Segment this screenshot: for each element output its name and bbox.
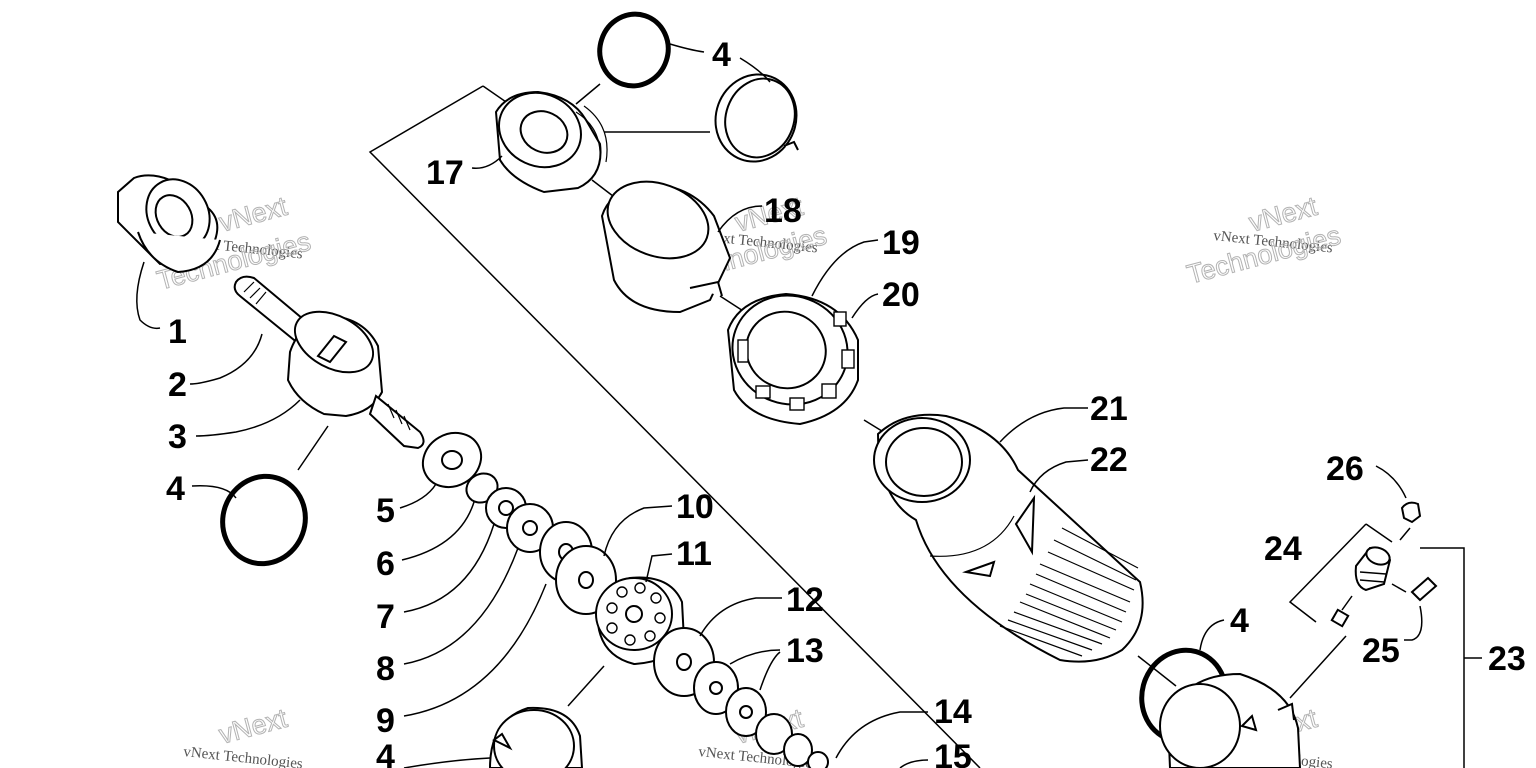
leader-4b bbox=[403, 757, 491, 768]
callout-6: 6 bbox=[376, 545, 395, 583]
leader-21 bbox=[999, 407, 1088, 443]
callout-2: 2 bbox=[168, 366, 187, 404]
leader-cap-rod bbox=[1289, 635, 1347, 699]
watermark-3: vNext vNext Technologies Technologies bbox=[1183, 190, 1344, 290]
callout-23: 23 bbox=[1488, 640, 1526, 678]
callout-9: 9 bbox=[376, 702, 395, 740]
leader-3 bbox=[195, 399, 301, 437]
leader-9 bbox=[403, 583, 547, 717]
callout-1: 1 bbox=[168, 313, 187, 351]
callout-22: 22 bbox=[1090, 441, 1128, 479]
leader-13 bbox=[729, 649, 781, 691]
callout-7: 7 bbox=[376, 598, 395, 636]
callout-14: 14 bbox=[934, 693, 972, 731]
leader-8 bbox=[403, 547, 519, 665]
watermark-4: vNext vNext Technologies bbox=[183, 702, 304, 768]
callout-26: 26 bbox=[1326, 450, 1364, 488]
part-18-sleeve bbox=[600, 180, 732, 314]
leader-4d bbox=[1199, 619, 1225, 651]
leader-4c bbox=[575, 43, 705, 105]
part-24-valve bbox=[1354, 546, 1392, 592]
leader-15 bbox=[899, 759, 929, 768]
part-19-20-nut bbox=[726, 292, 859, 426]
callout-13: 13 bbox=[786, 632, 824, 670]
leader-7 bbox=[403, 523, 495, 613]
part-21-22-body bbox=[873, 413, 1144, 663]
leader-4b-rod bbox=[567, 665, 605, 707]
leader-4c-ring bbox=[739, 57, 771, 83]
end-cap bbox=[1159, 672, 1302, 768]
svg-text:vNext: vNext bbox=[216, 703, 291, 750]
leader-14 bbox=[835, 711, 928, 759]
part-4-bushing-bottom bbox=[488, 706, 584, 768]
part-4-o-ring-left bbox=[220, 473, 308, 567]
leader-19 bbox=[811, 239, 879, 297]
leader-4a bbox=[191, 425, 329, 499]
callout-4a: 4 bbox=[166, 470, 185, 508]
callout-15: 15 bbox=[934, 738, 972, 768]
callout-19: 19 bbox=[882, 224, 920, 262]
bracket-24 bbox=[1288, 523, 1393, 623]
callout-24: 24 bbox=[1264, 530, 1302, 568]
part-3-shaft-body bbox=[286, 310, 425, 450]
leader-12 bbox=[699, 597, 782, 637]
callout-17: 17 bbox=[426, 154, 464, 192]
callout-5: 5 bbox=[376, 492, 395, 530]
callout-12: 12 bbox=[786, 581, 824, 619]
leader-22 bbox=[1029, 459, 1089, 493]
leader-26 bbox=[1375, 465, 1407, 499]
leader-20 bbox=[851, 293, 879, 319]
callout-4c: 4 bbox=[712, 36, 731, 74]
callout-25: 25 bbox=[1362, 632, 1400, 670]
leader-6 bbox=[401, 501, 475, 561]
leader-11 bbox=[645, 553, 673, 583]
callout-4b: 4 bbox=[376, 738, 395, 768]
callout-3: 3 bbox=[168, 418, 187, 456]
callout-11: 11 bbox=[676, 535, 712, 573]
part-17-housing bbox=[494, 90, 608, 194]
leader-17 bbox=[471, 155, 503, 169]
part-26-screw bbox=[1400, 501, 1422, 524]
part-8-washer bbox=[506, 503, 593, 583]
leader-valve-rod bbox=[1341, 527, 1411, 611]
leader-body-rod bbox=[1137, 655, 1177, 687]
leader-1 bbox=[136, 261, 161, 330]
leader-18 bbox=[717, 205, 763, 233]
callout-21: 21 bbox=[1090, 390, 1128, 428]
part-5-washer bbox=[421, 431, 483, 489]
callout-18: 18 bbox=[764, 192, 802, 230]
svg-text:vNext: vNext bbox=[216, 191, 291, 238]
leader-10 bbox=[603, 505, 673, 557]
callout-4d: 4 bbox=[1230, 602, 1249, 640]
bracket-23 bbox=[1420, 547, 1482, 768]
part-1-bushing bbox=[117, 174, 221, 274]
part-13-washers bbox=[693, 661, 829, 768]
part-4-o-ring-top bbox=[597, 11, 671, 89]
callout-10: 10 bbox=[676, 488, 714, 526]
part-11-piston bbox=[595, 576, 686, 666]
leader-25 bbox=[1391, 583, 1423, 641]
callout-20: 20 bbox=[882, 276, 920, 314]
part-25-seal bbox=[1410, 576, 1438, 602]
leader-2 bbox=[189, 333, 263, 385]
part-4-ring-top bbox=[714, 73, 799, 163]
callout-8: 8 bbox=[376, 650, 395, 688]
svg-text:vNext Technologies: vNext Technologies bbox=[183, 744, 304, 768]
leader-5 bbox=[399, 483, 437, 509]
part-valve-bead bbox=[1330, 608, 1350, 628]
